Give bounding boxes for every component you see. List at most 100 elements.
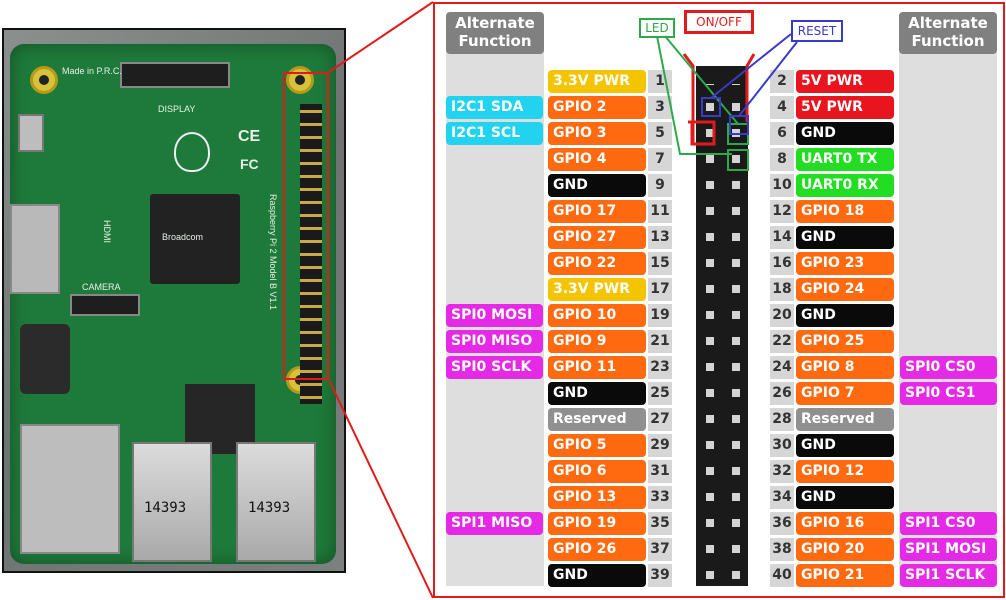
right-pin-number: 28 [770, 408, 794, 431]
usb-port-label: 14393 [248, 500, 291, 516]
right-pin-number: 6 [770, 122, 794, 145]
usb-port: 14393 [132, 442, 212, 562]
camera-connector [70, 294, 140, 316]
pin-pad [706, 389, 714, 397]
pin-pad [732, 207, 740, 215]
right-pin-label: GPIO 23 [796, 252, 894, 275]
right-pin-label: GND [796, 304, 894, 327]
pin-pad [732, 311, 740, 319]
right-pin-number: 20 [770, 304, 794, 327]
left-pin-number: 23 [648, 356, 672, 379]
pin-pad [706, 571, 714, 579]
pin-pad [732, 415, 740, 423]
pin-pad [706, 103, 714, 111]
right-alt-function-label: SPI0 CS0 [900, 356, 997, 379]
right-pin-label: GPIO 8 [796, 356, 894, 379]
left-alt-function-label: SPI0 MOSI [446, 304, 543, 327]
header-highlight-box [283, 72, 329, 380]
right-pin-number: 34 [770, 486, 794, 509]
right-pin-label: GPIO 18 [796, 200, 894, 223]
left-pin-label: GPIO 11 [548, 356, 646, 379]
left-pin-number: 11 [648, 200, 672, 223]
pin-pad [732, 571, 740, 579]
left-pin-label: GPIO 19 [548, 512, 646, 535]
left-pin-number: 17 [648, 278, 672, 301]
silkscreen-text: FC [240, 156, 259, 172]
left-pin-label: GPIO 9 [548, 330, 646, 353]
pin-pad [706, 337, 714, 345]
pin-pad [706, 155, 714, 163]
left-alt-function-label: I2C1 SCL [446, 122, 543, 145]
right-pin-number: 38 [770, 538, 794, 561]
right-pin-number: 26 [770, 382, 794, 405]
left-pin-number: 1 [648, 70, 672, 93]
right-pin-label: 5V PWR [796, 96, 894, 119]
left-alt-function-label: SPI0 SCLK [446, 356, 543, 379]
usb-port-label: 14393 [144, 500, 187, 516]
pin-pad [732, 545, 740, 553]
right-pin-label: GPIO 25 [796, 330, 894, 353]
left-pin-number: 13 [648, 226, 672, 249]
pin-pad [732, 259, 740, 267]
left-pin-number: 19 [648, 304, 672, 327]
pin-pad [706, 207, 714, 215]
gpio-header-block [696, 66, 748, 586]
pin-pad [732, 493, 740, 501]
left-pin-label: GPIO 27 [548, 226, 646, 249]
pin-pad [732, 363, 740, 371]
right-pin-number: 2 [770, 70, 794, 93]
silkscreen-text: DISPLAY [158, 104, 196, 114]
ethernet-port [20, 424, 120, 554]
left-pin-number: 39 [648, 564, 672, 587]
pin-pad [732, 519, 740, 527]
left-pin-number: 33 [648, 486, 672, 509]
pin-pad [732, 129, 740, 137]
left-alt-function-label: I2C1 SDA [446, 96, 543, 119]
board-photo: 14393 14393 Made in P.R.C. DISPLAY HDMI … [2, 28, 346, 573]
right-pin-label: GND [796, 226, 894, 249]
right-pin-number: 30 [770, 434, 794, 457]
left-pin-label: GND [548, 382, 646, 405]
right-pin-number: 16 [770, 252, 794, 275]
pinout-panel: Alternate Function Alternate Function 3.… [433, 2, 1005, 598]
pin-pad [732, 389, 740, 397]
right-pin-label: UART0 TX [796, 148, 894, 171]
left-pin-number: 31 [648, 460, 672, 483]
left-pin-number: 9 [648, 174, 672, 197]
pin-pad [732, 155, 740, 163]
pin-pad [732, 441, 740, 449]
right-alt-function-label: SPI1 CS0 [900, 512, 997, 535]
pin-pad [706, 233, 714, 241]
pin-pad [706, 441, 714, 449]
soc-chip [150, 194, 240, 284]
right-alt-function-label: SPI0 CS1 [900, 382, 997, 405]
mounting-hole [30, 66, 58, 94]
led-callout: LED [639, 18, 675, 38]
right-alt-function-label: SPI1 MOSI [900, 538, 997, 561]
silkscreen-text: Made in P.R.C. [62, 66, 122, 76]
right-pin-label: GND [796, 122, 894, 145]
left-alt-header: Alternate Function [446, 12, 544, 54]
mounting-hole [286, 66, 314, 94]
left-pin-label: GPIO 3 [548, 122, 646, 145]
left-pin-number: 21 [648, 330, 672, 353]
display-connector [120, 62, 230, 88]
left-pin-label: GND [548, 564, 646, 587]
right-pin-label: GPIO 16 [796, 512, 894, 535]
right-pin-number: 4 [770, 96, 794, 119]
reset-callout: RESET [791, 20, 843, 42]
hdmi-port [10, 204, 60, 294]
right-pin-number: 22 [770, 330, 794, 353]
pin-pad [732, 181, 740, 189]
pin-pad [706, 545, 714, 553]
left-pin-number: 15 [648, 252, 672, 275]
pin-pad [706, 129, 714, 137]
micro-usb-port [18, 114, 44, 152]
right-pin-label: 5V PWR [796, 70, 894, 93]
right-pin-number: 10 [770, 174, 794, 197]
left-pin-number: 35 [648, 512, 672, 535]
right-pin-label: Reserved [796, 408, 894, 431]
pin-pad [732, 285, 740, 293]
right-alt-header: Alternate Function [899, 12, 997, 54]
left-pin-label: GPIO 2 [548, 96, 646, 119]
